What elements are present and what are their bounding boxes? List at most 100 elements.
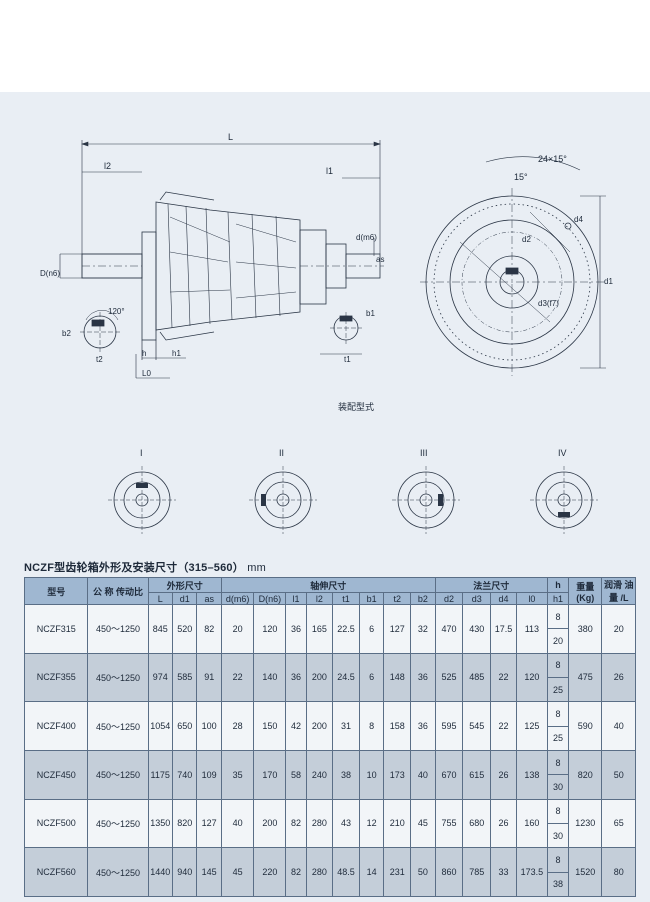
- cell-weight: 475: [568, 652, 603, 703]
- cell-as: 145: [196, 847, 222, 897]
- label-24x15: 24×15°: [538, 154, 567, 164]
- cell-l2: 165: [305, 604, 334, 654]
- label-L0: L0: [142, 369, 151, 378]
- cell-l0: 173.5: [515, 847, 548, 897]
- header-oil: 润滑 油量 /L: [601, 577, 636, 605]
- table-row: 25: [25, 676, 636, 703]
- variant-label-IV: IV: [558, 448, 567, 458]
- cell-d4: 26: [490, 749, 517, 800]
- label-l1: l1: [326, 166, 333, 176]
- cell-oil: 65: [601, 798, 636, 849]
- cell-d: 170: [253, 749, 287, 800]
- cell-oil: 26: [601, 652, 636, 703]
- cell-as: 82: [196, 604, 222, 654]
- cell-l: 974: [147, 652, 173, 703]
- cell-l1: 42: [285, 701, 307, 751]
- cell-weight: 1230: [568, 798, 603, 849]
- cell-h: 8: [546, 603, 570, 630]
- cell-ratio: 450～1250: [87, 652, 149, 703]
- cell-l1: 58: [285, 749, 307, 800]
- cell-d2: 595: [434, 701, 464, 751]
- cell-l2: 280: [305, 798, 334, 849]
- cell-t1: 31: [332, 701, 360, 751]
- label-h1: h1: [172, 349, 181, 358]
- variant-label-III: III: [420, 448, 428, 458]
- cell-l: 1054: [147, 701, 173, 751]
- header-col: b2: [410, 592, 436, 605]
- cell-h1: 20: [546, 628, 570, 654]
- cell-d: 140: [253, 652, 287, 703]
- cell-d: 45: [220, 847, 255, 897]
- cell-d1: 585: [171, 652, 198, 703]
- cell-ratio: 450～1250: [87, 798, 149, 849]
- header-col: t1: [332, 592, 360, 605]
- cell-d4: 22: [490, 701, 517, 751]
- label-d-m6: d(m6): [356, 233, 377, 242]
- cell-d2: 860: [434, 847, 464, 897]
- label-h: h: [142, 349, 146, 358]
- label-d3: d3(f7): [538, 299, 559, 308]
- cell-d1: 940: [171, 847, 198, 897]
- label-120deg: 120°: [108, 307, 125, 316]
- header-col: D(n6): [253, 592, 287, 605]
- table-row: 20: [25, 628, 636, 654]
- cell-d3: 785: [462, 847, 492, 897]
- cell-model: NCZF315: [23, 604, 89, 654]
- cell-b1: 6: [358, 604, 385, 654]
- label-d4: d4: [574, 215, 583, 224]
- cell-l2: 200: [305, 701, 334, 751]
- label-b2: b2: [62, 329, 71, 338]
- label-d2: d2: [522, 235, 531, 244]
- table-row: 30: [25, 822, 636, 849]
- variant-label-II: II: [279, 448, 284, 458]
- cell-b1: 6: [358, 652, 385, 703]
- cell-l: 1440: [147, 847, 173, 897]
- label-l2: l2: [104, 161, 111, 171]
- cell-d3: 485: [462, 652, 492, 703]
- header-h: h: [546, 576, 570, 594]
- header-col: t2: [383, 592, 412, 605]
- assembly-variants: I II III IV: [108, 448, 598, 534]
- header-col: d(m6): [220, 592, 255, 605]
- cell-l0: 125: [515, 701, 548, 751]
- cell-l1: 36: [285, 652, 307, 703]
- cell-d: 22: [220, 652, 255, 703]
- dimension-labels: L l2 l1 15° 24×15° d(m6) D(n6) as d4 d2 …: [40, 132, 613, 378]
- technical-drawing: L l2 l1 15° 24×15° d(m6) D(n6) as d4 d2 …: [40, 132, 613, 534]
- cell-d: 150: [253, 701, 287, 751]
- cell-l: 1175: [147, 749, 173, 800]
- table-header-row-2: L d1 as d(m6) D(n6) l1 l2 t1 b1 t2 b2 d2…: [25, 592, 636, 605]
- cell-d3: 430: [462, 604, 492, 654]
- cell-d: 40: [220, 798, 255, 849]
- cell-d4: 22: [490, 652, 517, 703]
- cell-weight: 380: [568, 604, 603, 654]
- cell-model: NCZF560: [23, 847, 89, 897]
- label-d1: d1: [604, 277, 613, 286]
- variant-I: [108, 466, 176, 534]
- cell-h: 8: [546, 701, 570, 727]
- header-col: d2: [434, 592, 464, 605]
- cell-d2: 755: [434, 798, 464, 849]
- cell-h1: 30: [546, 774, 570, 800]
- cell-d2: 670: [434, 749, 464, 800]
- header-shaft: 轴伸尺寸: [220, 576, 436, 594]
- shaft-section-b2: [80, 309, 120, 352]
- cell-b2: 50: [410, 847, 436, 897]
- label-L: L: [228, 132, 233, 142]
- cell-d: 220: [253, 847, 287, 897]
- header-col: b1: [358, 592, 385, 605]
- cell-oil: 20: [601, 604, 636, 654]
- cell-l1: 36: [285, 604, 307, 654]
- cell-l0: 160: [515, 798, 548, 849]
- cell-b1: 14: [358, 847, 385, 897]
- variant-II: [249, 466, 317, 534]
- label-D-n6: D(n6): [40, 269, 60, 278]
- cell-weight: 1520: [568, 847, 603, 897]
- cell-d2: 470: [434, 604, 464, 654]
- cell-model: NCZF400: [23, 701, 89, 751]
- cell-t2: 173: [383, 749, 412, 800]
